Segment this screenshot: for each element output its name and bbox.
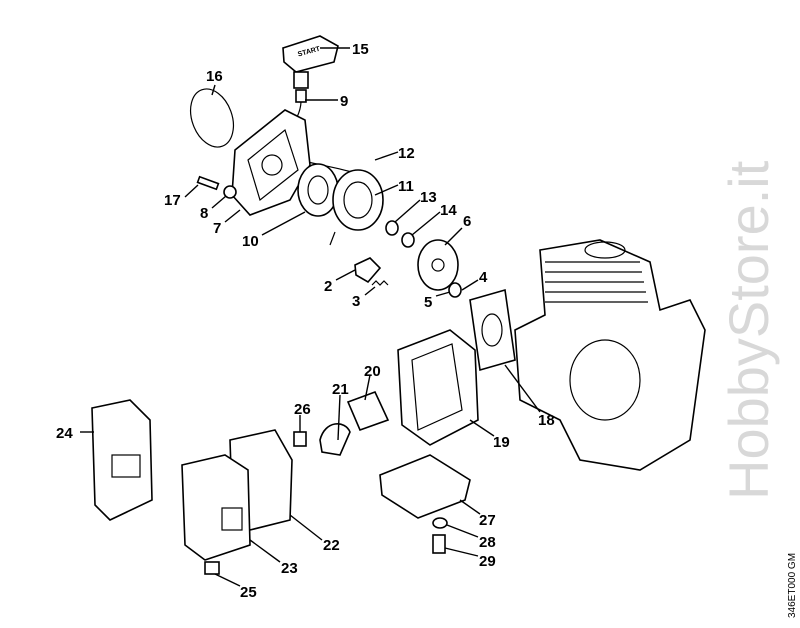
engine-block bbox=[514, 239, 706, 471]
rewind-spring bbox=[297, 163, 339, 217]
callout-15: 15 bbox=[352, 41, 369, 58]
screw bbox=[196, 175, 220, 191]
callout-21: 21 bbox=[332, 381, 349, 398]
callout-22: 22 bbox=[323, 537, 340, 554]
callout-10: 10 bbox=[242, 233, 259, 250]
muffler-body bbox=[397, 329, 479, 446]
screw-26 bbox=[293, 431, 307, 447]
nut bbox=[448, 282, 462, 298]
spring bbox=[371, 280, 389, 286]
callout-20: 20 bbox=[364, 363, 381, 380]
callout-28: 28 bbox=[479, 534, 496, 551]
callout-16: 16 bbox=[206, 68, 223, 85]
watermark: HobbyStore.it bbox=[717, 160, 780, 500]
callout-7: 7 bbox=[213, 220, 221, 237]
washer-28 bbox=[432, 517, 448, 529]
callout-12: 12 bbox=[398, 145, 415, 162]
callout-17: 17 bbox=[164, 192, 181, 209]
callout-6: 6 bbox=[463, 213, 471, 230]
screw-29 bbox=[432, 534, 446, 554]
callout-9: 9 bbox=[340, 93, 348, 110]
callout-26: 26 bbox=[294, 401, 311, 418]
screw-25 bbox=[204, 561, 220, 575]
pawl bbox=[354, 257, 382, 284]
callout-23: 23 bbox=[281, 560, 298, 577]
callout-4: 4 bbox=[479, 269, 488, 286]
callout-18: 18 bbox=[538, 412, 555, 429]
cylinder-gasket bbox=[469, 288, 516, 372]
callout-8: 8 bbox=[200, 205, 208, 222]
callout-13: 13 bbox=[420, 189, 437, 206]
callout-24: 24 bbox=[56, 425, 73, 442]
drawing-code: 346ET000 GM bbox=[787, 553, 798, 618]
o-ring bbox=[189, 88, 235, 148]
washer bbox=[223, 185, 237, 199]
exhaust-gasket bbox=[346, 390, 390, 432]
callout-27: 27 bbox=[479, 512, 496, 529]
cover-23 bbox=[181, 454, 251, 561]
washer-13 bbox=[385, 220, 399, 236]
callout-29: 29 bbox=[479, 553, 496, 570]
fan-housing bbox=[231, 109, 311, 216]
rope-rotor bbox=[332, 169, 384, 231]
muffler-cover bbox=[91, 399, 153, 521]
callout-3: 3 bbox=[352, 293, 360, 310]
leader-lines bbox=[80, 47, 541, 587]
fan-wheel bbox=[417, 239, 459, 291]
screw-14 bbox=[401, 232, 415, 248]
callout-5: 5 bbox=[424, 294, 432, 311]
callout-11: 11 bbox=[398, 178, 414, 195]
baffle bbox=[319, 423, 351, 456]
callout-19: 19 bbox=[493, 434, 510, 451]
callout-14: 14 bbox=[440, 202, 457, 219]
callout-25: 25 bbox=[240, 584, 257, 601]
callout-2: 2 bbox=[324, 278, 332, 295]
heat-shield-plate bbox=[379, 454, 471, 519]
